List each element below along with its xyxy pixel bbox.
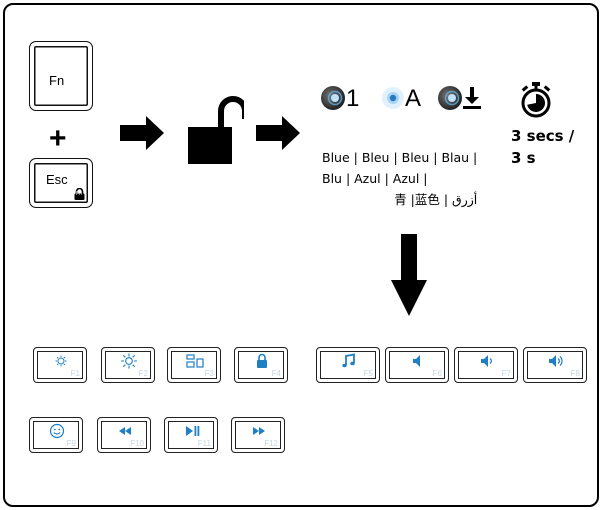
f5-label: F5 [363,369,373,378]
f1-key: F1 [33,347,87,383]
diagram-frame [3,3,599,507]
arrow-right-icon [120,116,164,150]
f9-key: F9 [29,417,83,453]
volume-down-icon [481,355,492,367]
fast-forward-icon [253,427,265,435]
color-names-line-2: Blu | Azul | Azul | [322,171,428,186]
play-pause-icon [186,426,200,436]
f10-label: F10 [130,439,144,448]
f1-label: F1 [70,369,80,378]
f3-key: F3 [167,347,221,383]
stopwatch-icon [521,82,551,118]
f8-key: F8 [523,347,587,383]
f10-key: F10 [97,417,151,453]
esc-key-label: Esc [46,172,68,187]
music-note-icon [342,353,355,368]
f8-label: F8 [570,369,580,378]
f9-label: F9 [66,439,76,448]
scroll-down-arrow-icon [463,87,481,109]
scroll-lock-led-icon [438,86,462,110]
f6-label: F6 [432,369,442,378]
color-names-line-3: أزرق | 青 |蓝色 [394,192,478,207]
num-lock-led-icon [321,86,345,110]
brightness-up-icon [121,353,137,369]
fn-key: Fn [29,41,93,111]
f7-label: F7 [501,369,511,378]
timer-text: 3 secs / 3 s [511,125,574,169]
f4-key: F4 [234,347,288,383]
arrow-down-icon [391,234,427,316]
f7-key: F7 [454,347,518,383]
f6-key: F6 [385,347,449,383]
emoji-icon [49,423,65,439]
f12-label: F12 [264,439,278,448]
esc-key-sub-label: Fn [76,191,82,197]
lock-icon: Fn [74,185,85,200]
unlock-icon [188,96,244,164]
rewind-icon [119,427,131,435]
caps-lock-led-icon [382,87,404,109]
f2-key: F2 [101,347,155,383]
f11-label: F11 [197,439,211,448]
f5-key: F5 [316,347,380,383]
fn-key-label: Fn [49,73,65,88]
timer-line-2: 3 s [511,149,536,167]
num-lock-label: 1 [346,85,360,112]
plus-sign: + [49,122,67,155]
caps-lock-label: A [405,85,422,112]
volume-up-icon [549,355,563,367]
arrow-right-icon [256,116,300,150]
f12-key: F12 [231,417,285,453]
f4-label: F4 [271,369,281,378]
mute-icon [413,355,420,367]
brightness-down-icon [55,355,67,367]
esc-key: Esc Fn [29,158,93,208]
lock-icon [257,353,267,368]
timer-line-1: 3 secs / [511,127,575,145]
f11-key: F11 [164,417,218,453]
f2-label: F2 [138,369,148,378]
color-names-text: Blue | Bleu | Bleu | Blau | Blu | Azul |… [322,147,477,210]
f3-label: F3 [204,369,214,378]
color-names-line-1: Blue | Bleu | Bleu | Blau | [322,150,478,165]
app-switch-icon [186,354,204,368]
